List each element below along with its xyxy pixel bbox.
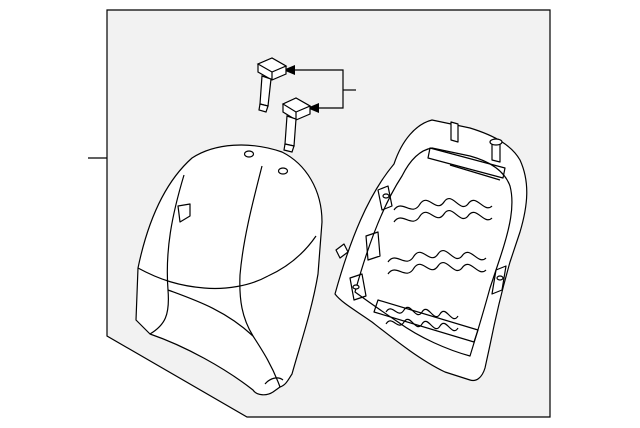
guide-bolt-icon: [281, 97, 312, 153]
callout-arrow-upper: [283, 65, 295, 75]
guide-callout-bracket: [290, 69, 356, 109]
callout-arrow-lower: [307, 103, 319, 113]
guide-bolt-icon: [256, 57, 288, 113]
seat-back-cover-icon: [135, 144, 323, 396]
seat-frame-icon: [334, 119, 528, 382]
